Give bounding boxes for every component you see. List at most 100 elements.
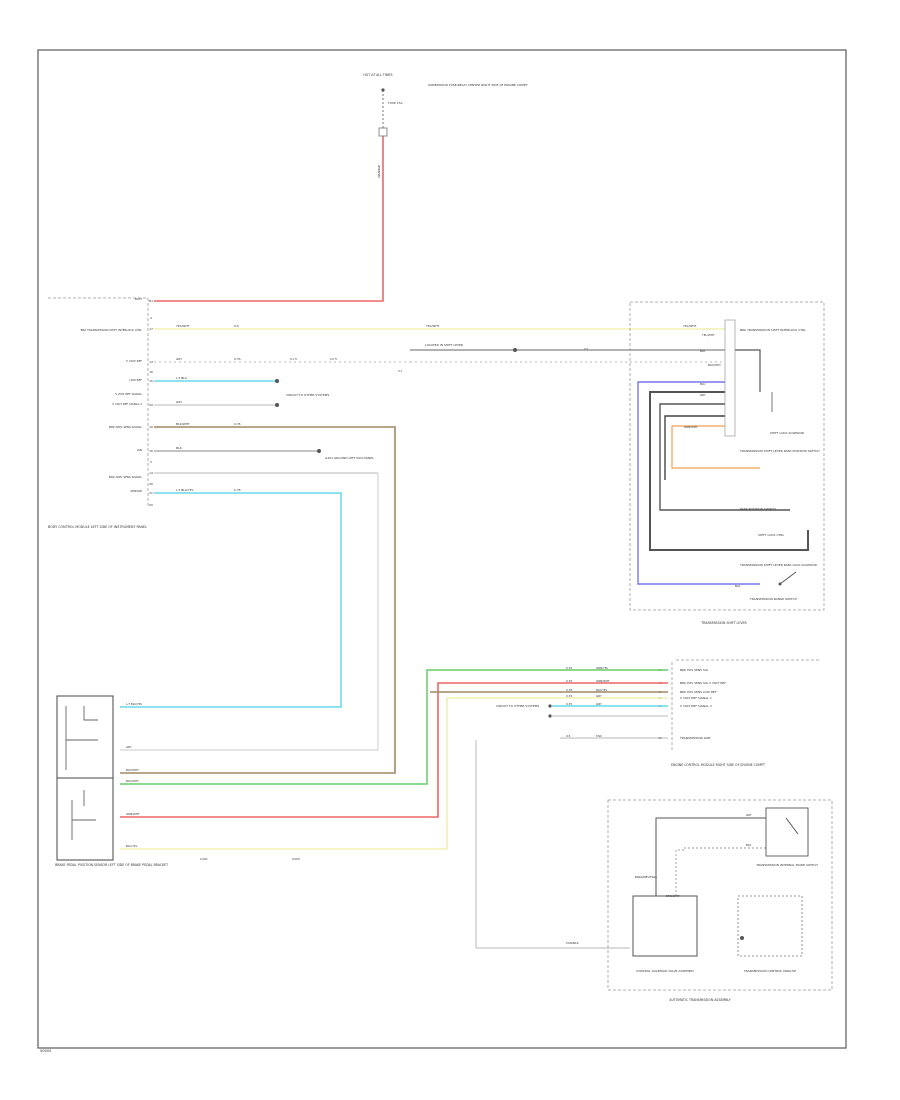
brake-sensor-connector-1: C201 bbox=[200, 857, 208, 861]
left-module-name: BODY CONTROL MODULE LEFT SIDE OF INSTRUM… bbox=[48, 525, 147, 529]
red-battery-wire bbox=[154, 132, 384, 302]
yellow-wire-label-1: YEL/WHT bbox=[176, 324, 190, 328]
cyan-sensor-wire bbox=[120, 492, 342, 708]
shift-lever-connector-c1: C1 bbox=[398, 369, 402, 373]
tan-wire-label: TAN/BLK bbox=[565, 941, 580, 945]
shift-lever-box bbox=[629, 301, 825, 611]
switch-wire-a bbox=[655, 817, 766, 896]
bcm-pin-number: 14 bbox=[149, 471, 153, 475]
bcm-pin-label: 5 VOLT REF bbox=[126, 359, 142, 363]
bcm-pin-number: 13 bbox=[149, 360, 153, 364]
bcm-pin-label: 5 VOLT REF SIGNAL 2 bbox=[112, 402, 142, 406]
switch-wire-b bbox=[675, 847, 766, 896]
bcm-pin-number: B1 bbox=[149, 299, 153, 303]
brake-sensor: BRAKE PEDAL POSITION SENSOR LEFT SIDE OF… bbox=[55, 695, 300, 867]
bcm-pin-number: 16 bbox=[149, 370, 153, 374]
splice-label: LOCATED IN SHIFT LEVER bbox=[425, 343, 463, 347]
gray-loop-inner bbox=[659, 403, 790, 511]
auto-trans-labels: TRANSMISSION INTERNAL MODE SWITCH CONTROL… bbox=[635, 813, 818, 973]
engine-module-name: ENGINE CONTROL MODULE RIGHT SIDE OF ENGI… bbox=[671, 763, 765, 767]
splice-node-icon bbox=[513, 348, 517, 352]
cyan-sensor-gauge: 0.35 bbox=[234, 488, 241, 492]
other-system-note: CIRCUIT TO OTHER SYSTEMS bbox=[286, 393, 329, 397]
yellow-wire-gauge-1: 0.5 bbox=[234, 324, 239, 328]
shift-lever-label: SHIFT LOCK SOLENOID bbox=[770, 431, 805, 435]
top-fuse-group: HOT AT ALL TIMES UNDERHOOD FUSE/RELAY CE… bbox=[363, 73, 527, 178]
bcm-pin-label: IGN bbox=[137, 448, 142, 452]
ecm-pin-label: 5 VOLT REF SIGNAL 2 bbox=[680, 704, 712, 708]
bus-wire-label: TAN bbox=[595, 734, 602, 738]
dark-solenoid-wire bbox=[664, 415, 733, 480]
bcm-pin-number: 50 bbox=[149, 503, 153, 507]
bcm-pin-label: LOW REF bbox=[129, 378, 142, 382]
yellow-bus-wire bbox=[120, 697, 668, 850]
shift-lever-wire-tag: BLK bbox=[735, 584, 740, 588]
yellow-wire-label-2: YEL/WHT bbox=[426, 324, 440, 328]
brown-signal-wire bbox=[120, 426, 396, 774]
top-fuse-wire-label: ORANGE bbox=[377, 165, 381, 178]
bus-node-icon-2 bbox=[548, 714, 552, 718]
shift-lock-bracket bbox=[733, 349, 761, 392]
diagram-frame bbox=[37, 49, 847, 1049]
ecm-pin-label: TRANSMISSION LINE bbox=[679, 736, 711, 740]
brown-wire-label: BLK/WHT bbox=[176, 422, 190, 426]
auto-trans-label: TRANSMISSION INTERNAL MODE SWITCH bbox=[755, 863, 817, 867]
bus-wire-label: BLK/YEL bbox=[596, 688, 608, 692]
gray-short-label: GRY bbox=[176, 400, 182, 404]
brake-sensor-name: BRAKE PEDAL POSITION SENSOR LEFT SIDE OF… bbox=[55, 863, 168, 867]
bcm-pin-label: BRK TRANSMISSION SHIFT INTERLOCK CTRL bbox=[81, 328, 143, 332]
ecm-pin-label: BRK POS SENS SIG bbox=[680, 668, 709, 672]
orange-lock-wire bbox=[671, 425, 760, 469]
footer-code: X0000 bbox=[40, 1049, 51, 1053]
bus-wire-label: GRY bbox=[596, 702, 602, 706]
bcm-pin-label: SENSOR bbox=[130, 489, 142, 493]
shift-lever-internals bbox=[637, 319, 809, 586]
bcm-pin-number: 59 bbox=[149, 403, 153, 407]
auto-trans-label: CONTROL SOLENOID VALVE ASSEMBLY bbox=[636, 969, 694, 973]
top-fuse-name: HOT AT ALL TIMES bbox=[363, 73, 392, 77]
auto-trans-label: PARK/NEUTRAL bbox=[635, 875, 658, 879]
park-switch-node-icon bbox=[778, 582, 782, 586]
bus-wire-gauge: 0.35 bbox=[566, 688, 572, 692]
auto-trans-label: TRANSMISSION CONTROL MODULE bbox=[743, 969, 796, 973]
yellow-wire-label-3: YEL/WHT bbox=[683, 324, 697, 328]
gray-terminal-icon bbox=[275, 403, 279, 407]
green-bus-wire bbox=[120, 669, 668, 785]
auto-trans-internals bbox=[632, 807, 809, 957]
shift-lever-label: PARK POSITION SWITCH bbox=[740, 507, 776, 511]
ground-node-icon bbox=[317, 449, 321, 453]
bcm-pin-number: 15 bbox=[149, 379, 153, 383]
tcm-box bbox=[737, 895, 803, 957]
tcm-node-icon bbox=[740, 936, 744, 940]
bus-wire-gauge: 0.35 bbox=[566, 679, 572, 683]
connector-c2-code: C2 5 bbox=[330, 357, 337, 361]
ground-note: G201 GROUND LEFT KICK PANEL bbox=[325, 456, 374, 460]
engine-module: ENGINE CONTROL MODULE RIGHT SIDE OF ENGI… bbox=[496, 659, 820, 767]
bus-wire-gauge: 0.5 bbox=[566, 734, 571, 738]
ecm-pin-label: 5 VOLT REF SIGNAL 1 bbox=[680, 696, 712, 700]
shift-lever-labels: BRK TRANSMISSION SHIFT INTERLOCK CTRL SHI… bbox=[684, 328, 819, 601]
shift-lever-name: TRANSMISSION SHIFT LEVER bbox=[700, 621, 747, 625]
brown-wire-gauge: 0.35 bbox=[234, 422, 241, 426]
bcm-pin-number: 5 bbox=[150, 460, 152, 464]
brake-sensor-wire-labels: L-T BLU/YELGRYBLK/WHTBLK/WHTORN/WHTBLU/Y… bbox=[126, 702, 143, 848]
cyan-sensor-label: L-T BLU/YEL bbox=[176, 488, 194, 492]
shift-lever-label: SHIFT LOCK CTRL bbox=[758, 533, 784, 537]
shift-lever-wire-tag: ORN/WHT bbox=[684, 425, 698, 429]
ground-branch-drop bbox=[120, 473, 379, 751]
bcm-pin-label: BRK APPL SENS SIGNAL bbox=[109, 425, 142, 429]
grey-ref-label: GRY bbox=[176, 357, 182, 361]
engine-module-side-note: CIRCUIT TO OTHER SYSTEMS bbox=[496, 704, 539, 708]
bcm-pin-label: BATT bbox=[135, 297, 142, 301]
auto-trans-wire-tag: BRN/WHT bbox=[666, 894, 680, 898]
red-bus-wire bbox=[120, 682, 668, 818]
ecm-pin-label: BRK POS SENS SIG 5 VOLT REF bbox=[680, 681, 726, 685]
bcm-pin-number: 4 bbox=[150, 316, 152, 320]
brake-sensor-element-icon bbox=[65, 706, 98, 770]
brake-wire-label: BLK/WHT bbox=[126, 779, 139, 783]
fuse-node-icon bbox=[381, 88, 385, 92]
shift-lever-label: BRK TRANSMISSION SHIFT INTERLOCK CTRL bbox=[740, 328, 806, 332]
bcm-pin-label: BRK APPL SENS SIGNAL bbox=[109, 475, 142, 479]
brake-wire-label: BLK/WHT bbox=[126, 768, 139, 772]
